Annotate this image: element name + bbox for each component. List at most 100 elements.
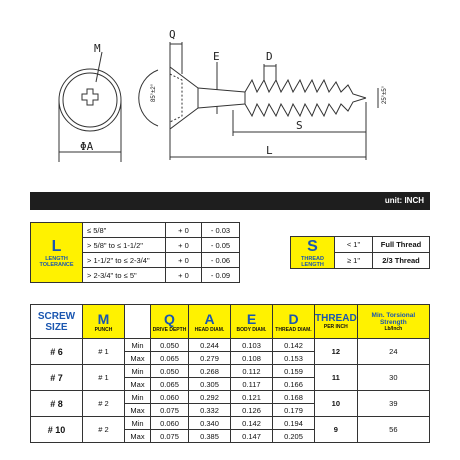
label-e: E <box>213 50 220 63</box>
length-tolerance-subtitle: LENGTH TOLERANCE <box>39 255 74 268</box>
thread-length-header: S THREAD LENGTH <box>290 236 335 269</box>
e-value: 0.108 <box>230 351 273 365</box>
screw-size-cell: # 7 <box>30 364 83 391</box>
tolerance-plus: + 0 <box>165 252 202 268</box>
minmax-label: Min <box>124 364 151 378</box>
d-value: 0.153 <box>272 351 315 365</box>
punch-cell: # 1 <box>82 338 125 365</box>
tolerance-range: > 2-3/4" to ≤ 5" <box>82 267 166 283</box>
tolerance-plus: + 0 <box>165 222 202 238</box>
e-value: 0.126 <box>230 403 273 417</box>
minmax-label: Min <box>124 390 151 404</box>
e-value: 0.117 <box>230 377 273 391</box>
header-e-sub: BODY DIAM. <box>236 326 267 333</box>
torsion-cell: 56 <box>356 416 431 443</box>
label-q: Q <box>169 28 176 41</box>
q-value: 0.065 <box>150 377 189 391</box>
q-value: 0.060 <box>150 416 189 430</box>
d-value: 0.179 <box>272 403 315 417</box>
a-value: 0.244 <box>188 338 231 352</box>
thread-length-title: S <box>307 237 318 255</box>
header-m-label: M <box>97 310 110 327</box>
torsion-cell: 24 <box>356 338 431 365</box>
tolerance-plus: + 0 <box>165 237 202 253</box>
label-l: L <box>266 144 273 157</box>
length-tolerance-table: L LENGTH TOLERANCE ≤ 5/8" + 0 - 0.03 > 5… <box>30 222 240 283</box>
label-a: ΦA <box>80 140 94 153</box>
tolerance-minus: - 0.06 <box>201 252 240 268</box>
header-torsion-label: Min. Torsional Strength <box>371 311 416 326</box>
e-value: 0.147 <box>230 429 273 443</box>
label-tip-angle: 25°±5° <box>382 85 388 104</box>
q-value: 0.050 <box>150 364 189 378</box>
thread-length-table: S THREAD LENGTH < 1" Full Thread ≥ 1" 2/… <box>290 236 430 269</box>
d-value: 0.168 <box>272 390 315 404</box>
header-e-label: E <box>246 310 257 327</box>
punch-cell: # 2 <box>82 390 125 417</box>
minmax-label: Min <box>124 416 151 430</box>
header-torsion-sub: Lb/Inch <box>384 325 403 332</box>
header-screw-size: SCREW SIZE <box>30 304 83 339</box>
thread-value: Full Thread <box>372 236 430 253</box>
header-a-sub: HEAD DIAM. <box>194 326 225 333</box>
thread-value: 2/3 Thread <box>372 252 430 269</box>
torsion-cell: 30 <box>356 364 431 391</box>
minmax-label: Min <box>124 338 151 352</box>
thread-per-inch-cell: 9 <box>314 416 358 443</box>
minmax-label: Max <box>124 429 151 443</box>
header-m-sub: PUNCH <box>94 326 113 333</box>
d-value: 0.159 <box>272 364 315 378</box>
a-value: 0.292 <box>188 390 231 404</box>
table-row: ≥ 1" 2/3 Thread <box>291 252 430 269</box>
e-value: 0.142 <box>230 416 273 430</box>
thread-length-subtitle: THREAD LENGTH <box>301 255 324 268</box>
e-value: 0.121 <box>230 390 273 404</box>
header-a-label: A <box>204 310 215 327</box>
d-value: 0.166 <box>272 377 315 391</box>
length-tolerance-title: L <box>51 237 62 255</box>
a-value: 0.340 <box>188 416 231 430</box>
a-value: 0.279 <box>188 351 231 365</box>
header-thread-sub: PER INCH <box>323 324 348 330</box>
length-tolerance-header: L LENGTH TOLERANCE <box>30 222 83 283</box>
q-value: 0.050 <box>150 338 189 352</box>
thread-per-inch-cell: 11 <box>314 364 358 391</box>
tolerance-range: > 1-1/2" to ≤ 2-3/4" <box>82 252 166 268</box>
tolerance-range: ≤ 5/8" <box>82 222 166 238</box>
unit-bar: unit: INCH <box>30 192 430 210</box>
header-q-label: Q <box>164 310 175 327</box>
minmax-label: Max <box>124 403 151 417</box>
header-d-sub: THREAD DIAM. <box>275 326 312 333</box>
table-row: > 2-3/4" to ≤ 5" + 0 - 0.09 <box>31 267 240 283</box>
screw-size-cell: # 10 <box>30 416 83 443</box>
minmax-label: Max <box>124 351 151 365</box>
e-value: 0.112 <box>230 364 273 378</box>
tolerance-minus: - 0.05 <box>201 237 240 253</box>
screw-size-cell: # 6 <box>30 338 83 365</box>
q-value: 0.075 <box>150 403 189 417</box>
thread-condition: ≥ 1" <box>334 252 373 269</box>
table-row: L LENGTH TOLERANCE ≤ 5/8" + 0 - 0.03 <box>30 222 240 283</box>
tolerance-minus: - 0.09 <box>201 267 240 283</box>
tolerance-range: > 5/8" to ≤ 1-1/2" <box>82 237 166 253</box>
tolerance-minus: - 0.03 <box>201 222 240 238</box>
head-top-view <box>58 51 122 162</box>
thread-condition: < 1" <box>334 236 373 253</box>
header-minmax <box>124 304 151 339</box>
label-s: S <box>296 119 303 132</box>
screw-size-cell: # 8 <box>30 390 83 417</box>
screw-technical-drawing: M ΦA Q E D S L 85°±2° 25°±5° <box>58 28 388 162</box>
label-d: D <box>266 50 273 63</box>
q-value: 0.065 <box>150 351 189 365</box>
